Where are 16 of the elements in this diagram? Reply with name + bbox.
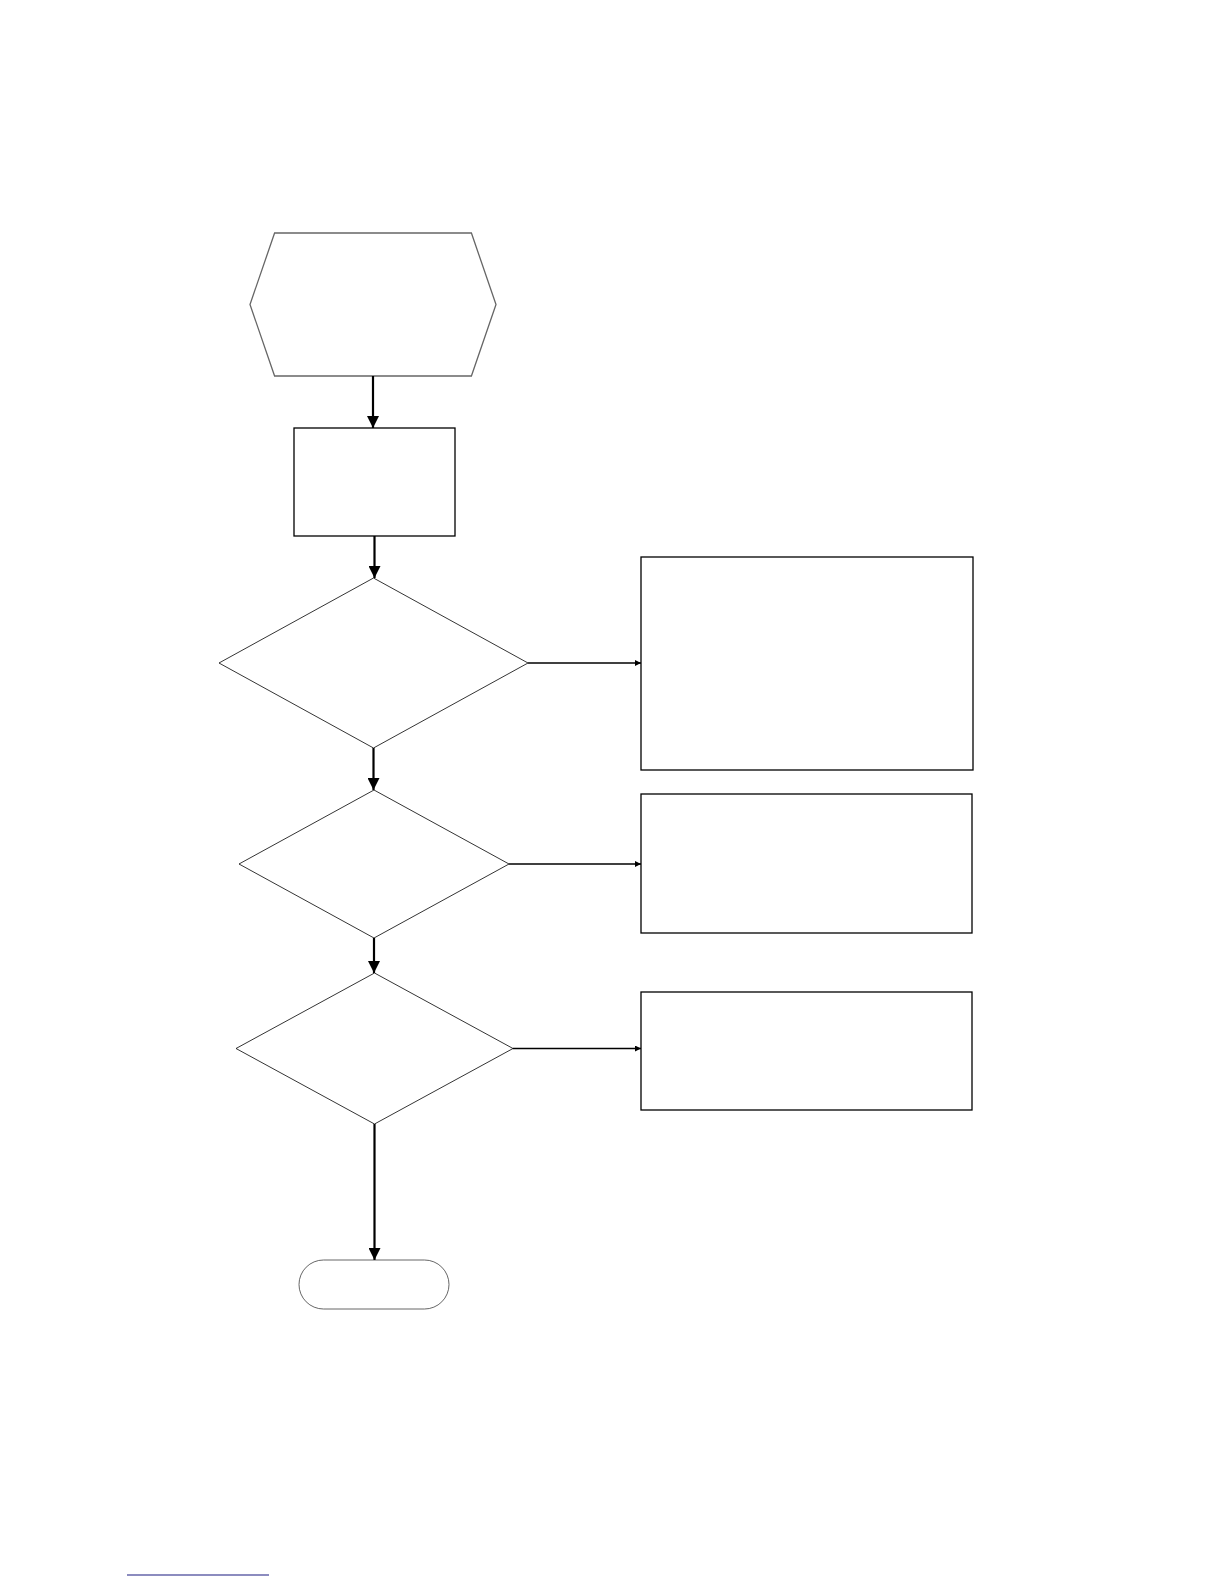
arrow	[512, 1045, 642, 1052]
arrow	[367, 748, 380, 790]
arrow	[508, 861, 642, 867]
arrow	[368, 536, 381, 578]
arrow	[368, 1124, 381, 1260]
process-box	[640, 793, 973, 934]
decision-diamond	[235, 972, 514, 1125]
arrow	[368, 938, 380, 973]
hexagon-shape	[249, 232, 497, 377]
process-box	[640, 991, 973, 1111]
arrow	[527, 660, 642, 666]
decision-diamond	[218, 577, 529, 749]
process-box	[640, 556, 974, 771]
process-box	[293, 427, 456, 537]
decision-diamond	[238, 789, 510, 939]
arrow	[367, 376, 379, 428]
